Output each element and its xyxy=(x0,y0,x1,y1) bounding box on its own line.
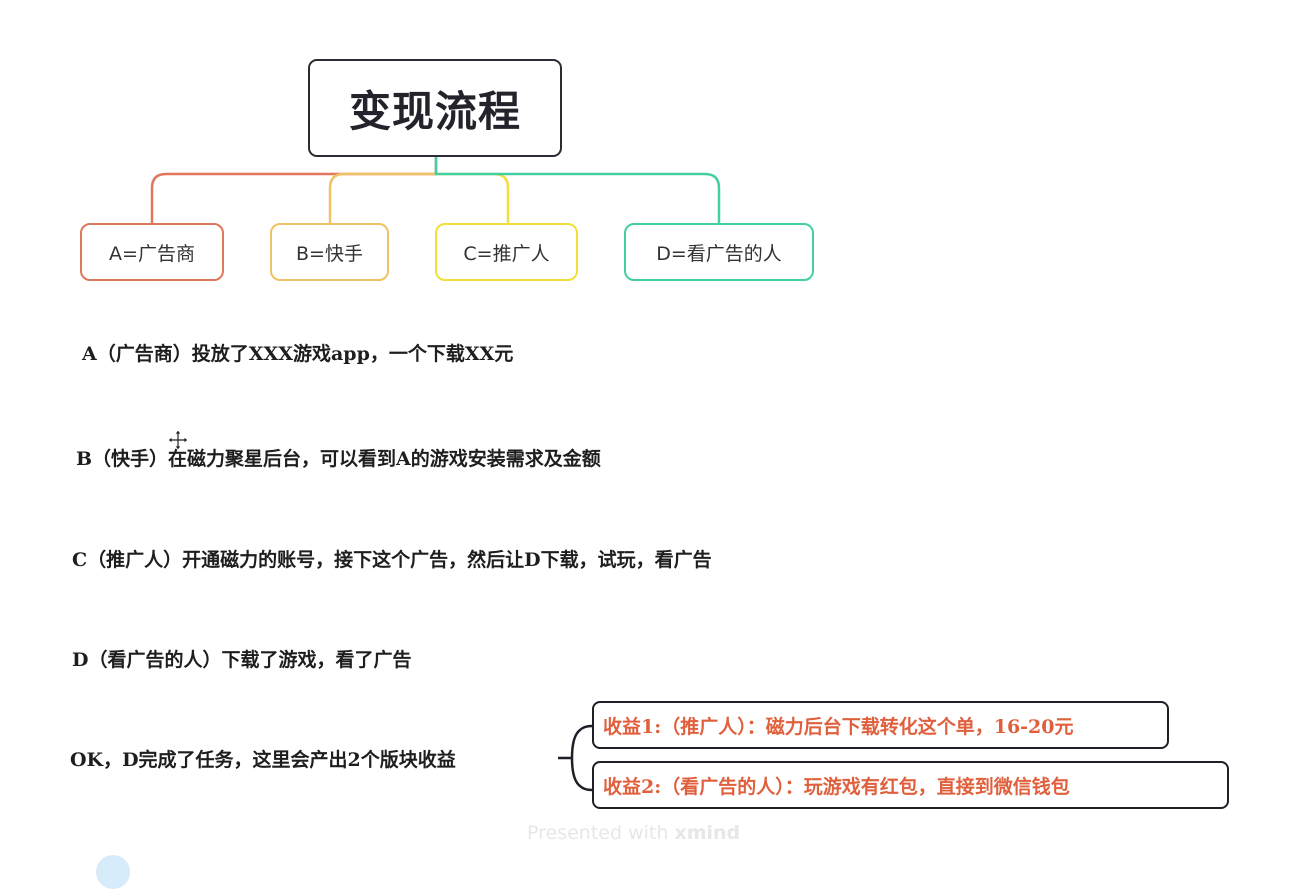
description-c: C（推广人）开通磁力的账号，接下这个广告，然后让D下载，试玩，看广告 xyxy=(72,549,712,571)
description-d: D（看广告的人）下载了游戏，看了广告 xyxy=(72,649,412,671)
root-node-title[interactable]: 变现流程 xyxy=(308,59,562,157)
connector-b xyxy=(328,172,436,223)
node-kuaishou[interactable]: B=快手 xyxy=(270,223,389,281)
connector-a xyxy=(150,157,438,223)
connector-c xyxy=(436,172,510,223)
watermark-prefix: Presented with xyxy=(527,822,675,844)
presenter-avatar-dot xyxy=(96,855,130,889)
description-b: B（快手）在磁力聚星后台，可以看到A的游戏安装需求及金额 xyxy=(76,448,601,470)
connector-d xyxy=(434,157,721,223)
move-cursor-icon xyxy=(168,430,188,450)
connector-income xyxy=(558,724,593,792)
watermark-brand: xmind xyxy=(674,822,741,844)
node-viewer[interactable]: D=看广告的人 xyxy=(624,223,814,281)
income-node-2[interactable]: 收益2:（看广告的人）：玩游戏有红包，直接到微信钱包 xyxy=(592,761,1229,809)
description-ok[interactable]: OK，D完成了任务，这里会产出2个版块收益 xyxy=(70,749,456,771)
node-promoter[interactable]: C=推广人 xyxy=(435,223,578,281)
node-advertiser[interactable]: A=广告商 xyxy=(80,223,224,281)
description-a: A（广告商）投放了XXX游戏app，一个下载XX元 xyxy=(82,343,514,365)
income-node-1[interactable]: 收益1:（推广人）：磁力后台下载转化这个单，16-20元 xyxy=(592,701,1169,749)
watermark: Presented with xmind xyxy=(527,822,740,844)
connector-lines xyxy=(150,157,721,792)
